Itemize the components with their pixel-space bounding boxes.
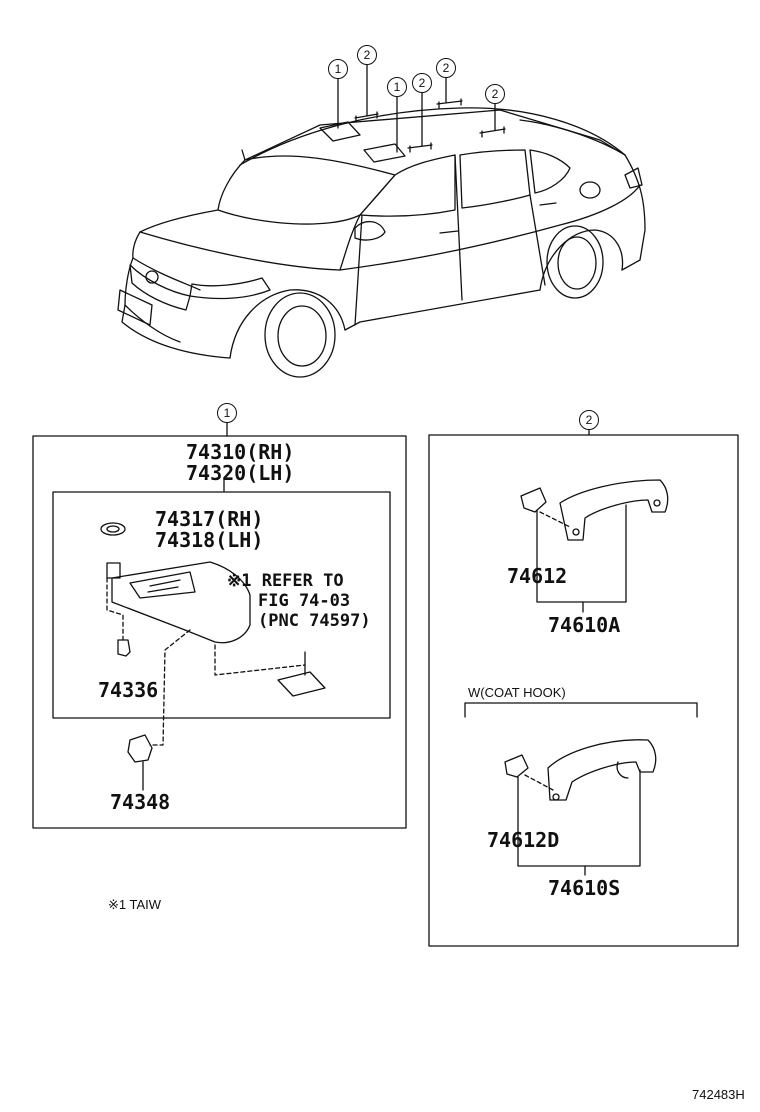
- coat-hook-label: W(COAT HOOK): [468, 685, 566, 700]
- section1-frame: [32, 420, 407, 829]
- callout-2: 2: [412, 73, 432, 93]
- part-number-holder: 74336: [98, 678, 159, 702]
- footnote: ※1 TAIW: [108, 897, 162, 912]
- part-number-grip-cap-d: 74612D: [487, 828, 560, 852]
- part-number-clip-rh: 74317(RH): [155, 507, 264, 531]
- part-number-grip-cap: 74612: [507, 564, 568, 588]
- sun-visor-drawing: [100, 522, 326, 791]
- reference-note-line1: ※1 REFER TO: [227, 571, 344, 591]
- part-number-assist-grip: 74610A: [548, 613, 621, 637]
- reference-note-line3: (PNC 74597): [258, 611, 371, 631]
- part-number-sun-visor-lh: 74320(LH): [186, 461, 295, 485]
- callout-1: 1: [328, 59, 348, 79]
- section1-callout: 1: [217, 403, 237, 423]
- callout-2: 2: [357, 45, 377, 65]
- section2-callout: 2: [579, 410, 599, 430]
- part-number-bracket: 74348: [110, 790, 171, 814]
- figure-code: 742483H: [692, 1087, 745, 1102]
- assist-grip-drawing: [464, 479, 698, 876]
- part-number-assist-grip-s: 74610S: [548, 876, 621, 900]
- reference-note-line2: FIG 74-03: [258, 591, 351, 611]
- callout-2: 2: [485, 84, 505, 104]
- callout-1: 1: [387, 77, 407, 97]
- part-number-clip-lh: 74318(LH): [155, 528, 264, 552]
- callout-2: 2: [436, 58, 456, 78]
- car-illustration: [117, 62, 646, 378]
- part-number-sun-visor-rh: 74310(RH): [186, 440, 295, 464]
